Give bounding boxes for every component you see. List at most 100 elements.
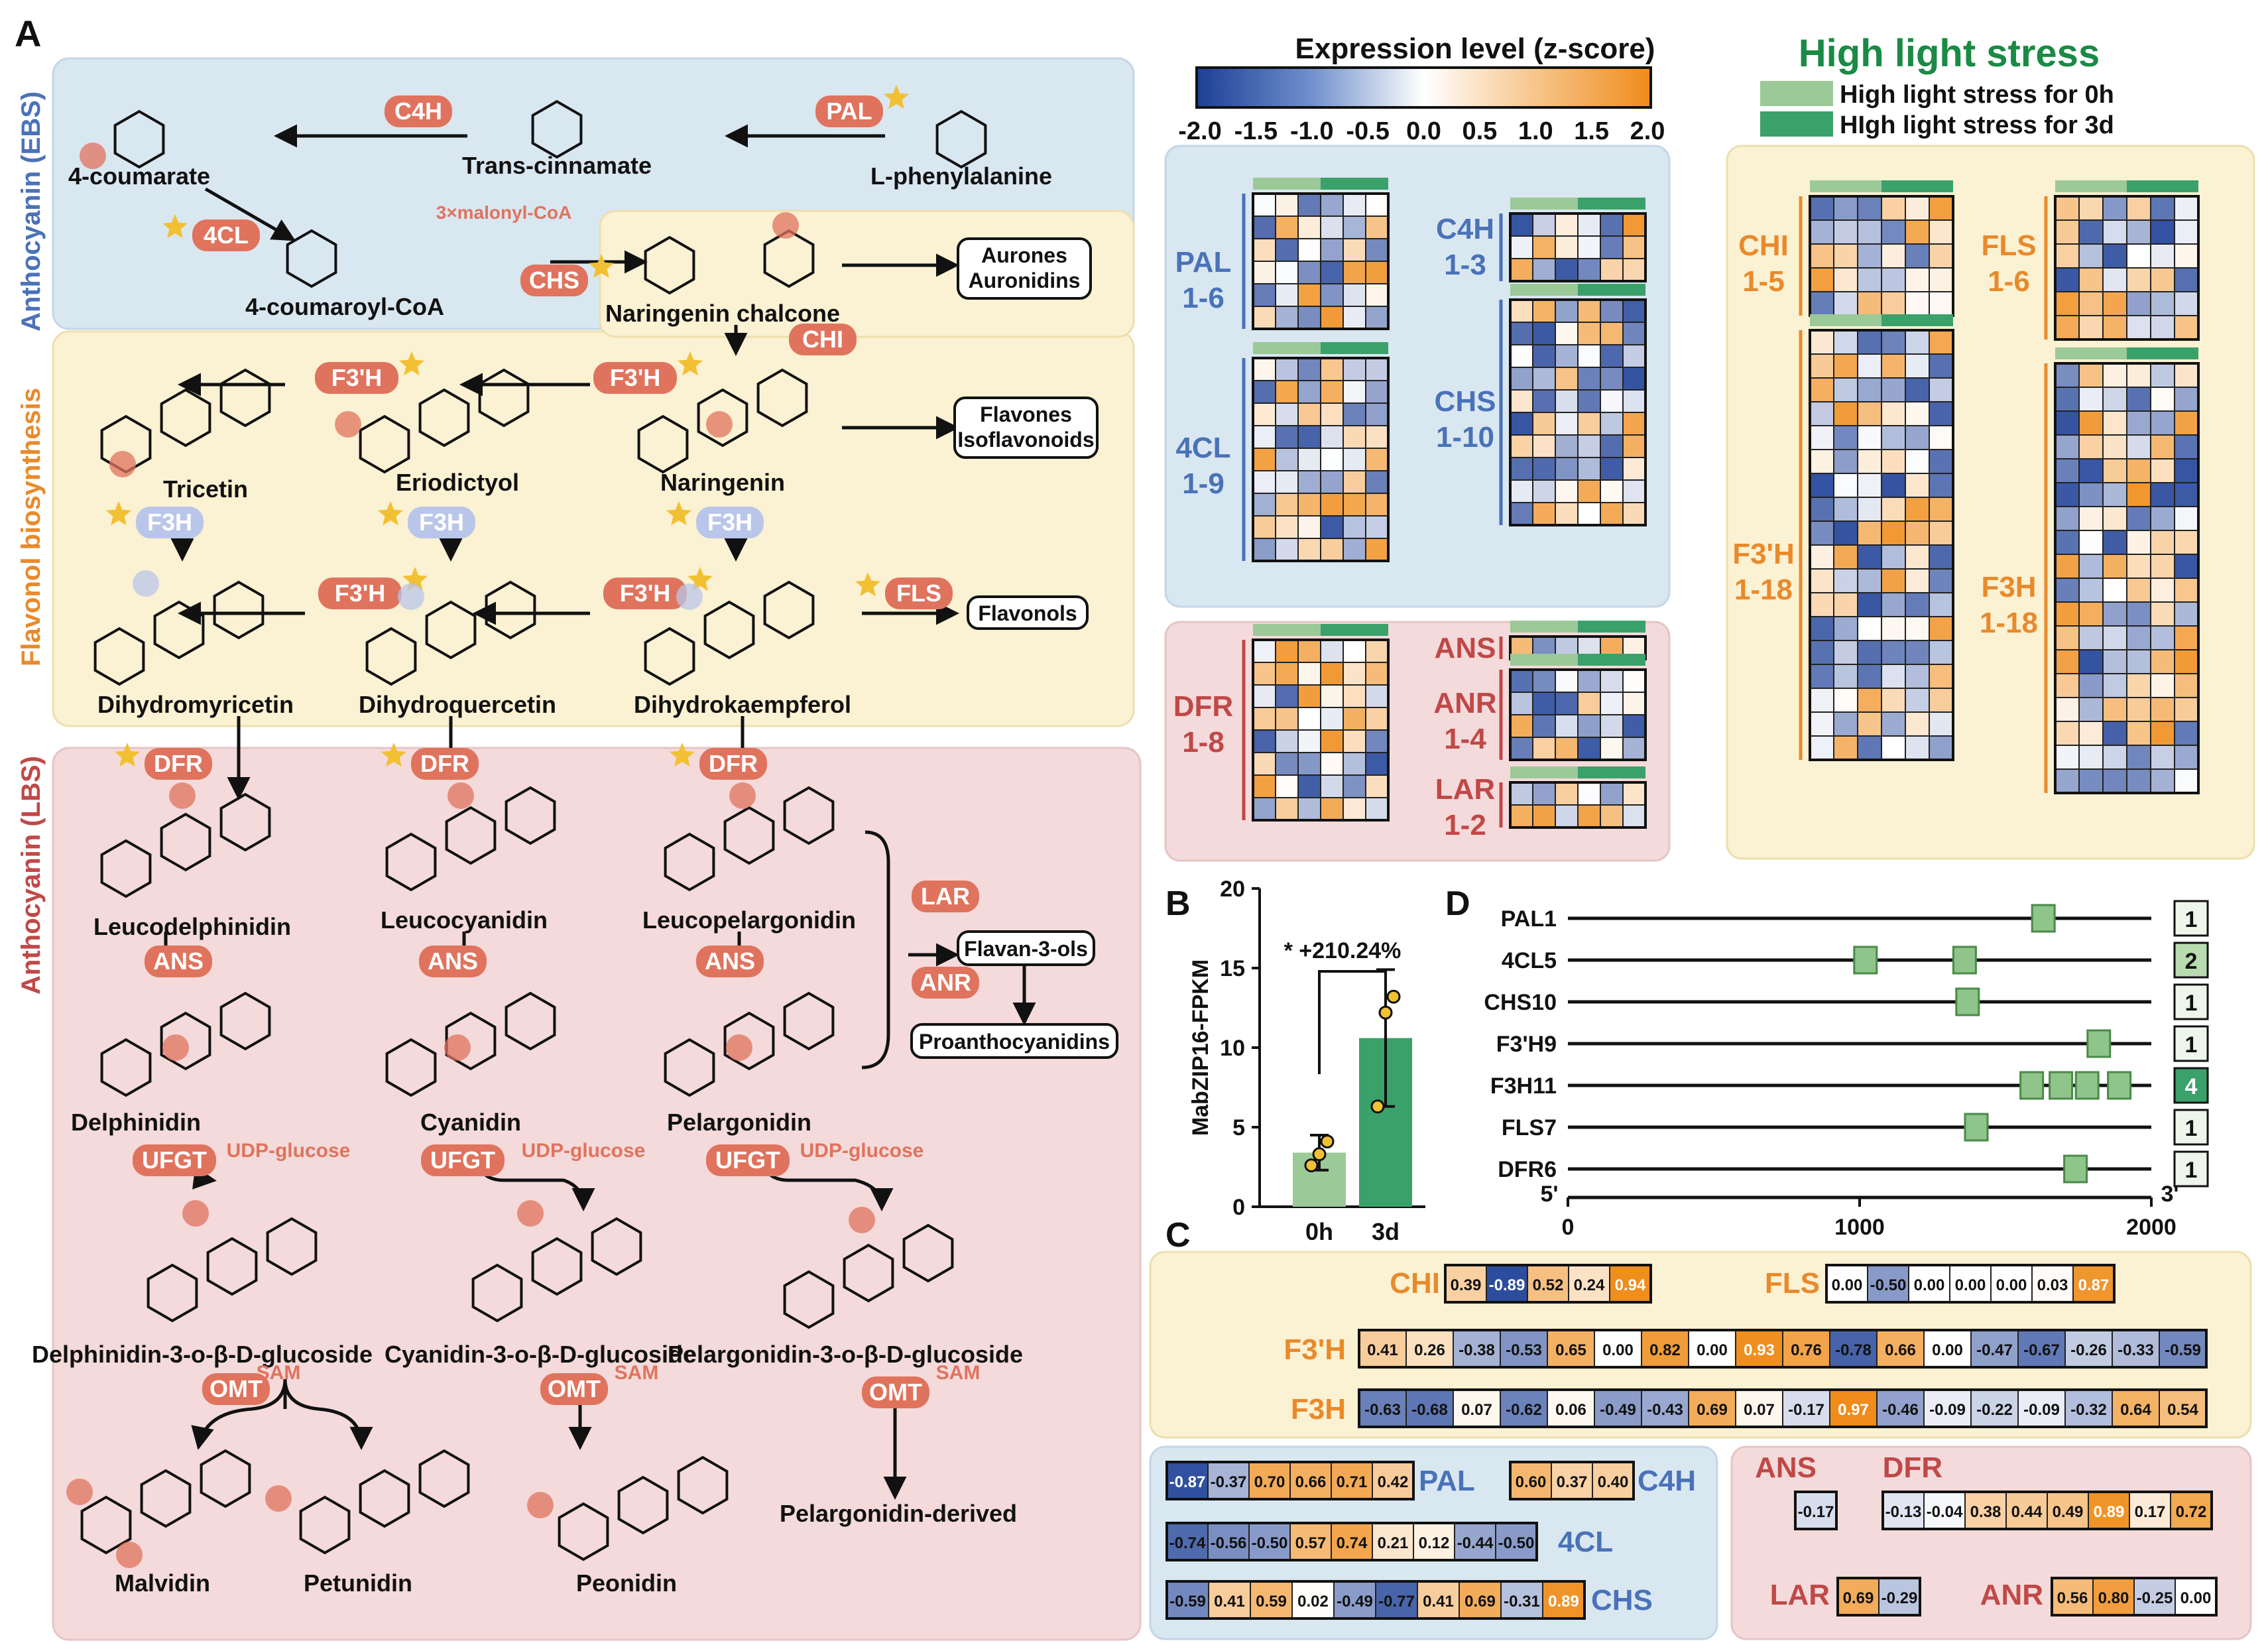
heatmap-cell bbox=[1929, 544, 1954, 570]
heatmap-cell bbox=[2126, 267, 2151, 292]
section-ebs-label: Anthocyanin (EBS) bbox=[17, 92, 46, 332]
heatmap-group-3d bbox=[2127, 347, 2198, 359]
heatmap-cell bbox=[1532, 737, 1556, 761]
heatmap-cell bbox=[1809, 544, 1834, 570]
heatmap-cell bbox=[2150, 768, 2175, 794]
value-cell-text: 0.00 bbox=[1955, 1276, 1986, 1294]
heatmap-cell bbox=[1622, 213, 1646, 237]
heatmap-cell bbox=[1320, 729, 1344, 753]
stress-label-3d: HIgh light stress for 3d bbox=[1840, 111, 2114, 139]
heatmap-cell bbox=[1622, 299, 1646, 323]
cofactor-sam: SAM bbox=[257, 1362, 301, 1384]
heatmap-cell bbox=[2126, 315, 2151, 340]
heatmap-cell bbox=[1275, 357, 1299, 381]
star-icon bbox=[884, 85, 909, 109]
value-row-label: F3H bbox=[1291, 1393, 1346, 1426]
value-cell-text: 0.97 bbox=[1838, 1401, 1869, 1419]
enzyme-pill-bg bbox=[419, 946, 487, 977]
heatmap-cell bbox=[1881, 640, 1906, 665]
heatmap-cell bbox=[2102, 387, 2127, 412]
heatmap-gene-label: CHI bbox=[1738, 229, 1789, 262]
heatmap-cell bbox=[1343, 729, 1366, 753]
heatmap-cell bbox=[1809, 449, 1834, 474]
heatmap-cell bbox=[2055, 673, 2080, 698]
heatmap-chs: CHS1-10 bbox=[1435, 284, 1647, 526]
heatmap-cell bbox=[1833, 520, 1858, 546]
heatmap-cell bbox=[1577, 692, 1601, 715]
ring bbox=[160, 1011, 211, 1071]
heatmap-cell bbox=[1809, 592, 1834, 617]
heatmap-cell bbox=[2150, 601, 2175, 627]
heatmap-cell bbox=[2055, 458, 2080, 483]
heatmap-cell bbox=[2126, 601, 2151, 627]
heatmap-group-0h bbox=[1510, 621, 1578, 633]
site-count: 2 bbox=[2185, 949, 2198, 974]
heatmap-cell bbox=[1365, 402, 1389, 426]
heatmap-cell bbox=[1577, 389, 1601, 413]
heatmap-cell bbox=[1905, 568, 1930, 593]
heatmap-cell bbox=[1555, 367, 1579, 391]
gene-name: 4CL5 bbox=[1502, 948, 1557, 973]
heatmap-cell bbox=[1252, 283, 1276, 307]
heatmap-cell bbox=[1532, 367, 1556, 391]
heatmap-cell bbox=[1577, 367, 1601, 391]
value-cell-text: -0.17 bbox=[1788, 1401, 1824, 1419]
site-count: 1 bbox=[2185, 1116, 2198, 1141]
struct-malvidin bbox=[80, 1449, 251, 1555]
ring bbox=[703, 600, 755, 660]
value-cell-text: -0.68 bbox=[1411, 1401, 1448, 1419]
heatmap-group-3d bbox=[1578, 766, 1645, 778]
value-cell-text: -0.09 bbox=[1929, 1401, 1966, 1419]
highlight-group bbox=[109, 451, 136, 477]
heatmap-range-label: 1-6 bbox=[1988, 265, 2030, 298]
product-box-label: Proanthocyanidins bbox=[919, 1030, 1110, 1054]
heatmap-cell bbox=[2150, 267, 2175, 292]
ring bbox=[445, 1011, 497, 1071]
heatmap-cell bbox=[2102, 434, 2127, 459]
value-row-label: CHI bbox=[1390, 1267, 1440, 1300]
value-cell-text: -0.87 bbox=[1169, 1473, 1206, 1491]
heatmap-cell bbox=[1857, 735, 1882, 761]
heatmap-cell bbox=[1532, 479, 1556, 503]
heatmap-cell bbox=[1510, 322, 1533, 345]
heatmap-cell bbox=[2055, 697, 2080, 722]
heatmap-cell bbox=[1320, 193, 1344, 217]
ring bbox=[200, 1449, 251, 1508]
heatmap-range-label: 1-9 bbox=[1182, 467, 1224, 500]
heatmap-cell bbox=[2174, 554, 2199, 579]
value-cell-text: 0.02 bbox=[1297, 1593, 1329, 1611]
compound-l_phe: L-phenylalanine bbox=[870, 162, 1052, 190]
heatmap-cell bbox=[1929, 243, 1954, 269]
heatmap-cell bbox=[2102, 649, 2127, 674]
heatmap-cell bbox=[1510, 412, 1533, 436]
enzyme-pill-bg bbox=[202, 1373, 270, 1405]
highlight-group bbox=[66, 1479, 93, 1505]
heatmap-group-0h bbox=[2055, 347, 2127, 359]
heatmap-cell bbox=[1857, 330, 1882, 355]
product-box-frame bbox=[957, 237, 1092, 300]
heatmap-cell bbox=[1343, 515, 1366, 539]
ring bbox=[783, 991, 835, 1051]
heatmap-cell bbox=[2126, 219, 2151, 245]
x-tick-label: 0h bbox=[1305, 1218, 1333, 1245]
heatmap-cell bbox=[2150, 721, 2175, 746]
value-cell-text: 0.00 bbox=[1914, 1276, 1945, 1294]
enzyme-fls: FLS bbox=[855, 572, 953, 609]
compound-tricetin: Tricetin bbox=[163, 475, 248, 503]
heatmap-cell bbox=[1622, 737, 1646, 761]
enzyme-pal: PAL bbox=[815, 85, 909, 127]
heatmap-cell bbox=[1905, 449, 1930, 474]
value-cell-text: -0.78 bbox=[1835, 1341, 1872, 1359]
heatmap-cell bbox=[2055, 219, 2080, 245]
struct-naringenin bbox=[637, 368, 808, 474]
value-cell-text: 0.21 bbox=[1378, 1534, 1409, 1552]
site-count: 1 bbox=[2185, 991, 2198, 1016]
star-icon bbox=[855, 572, 880, 597]
heatmap-cell bbox=[2174, 625, 2199, 650]
value-cell-text: 0.69 bbox=[1464, 1593, 1496, 1611]
heatmap-cell bbox=[1857, 592, 1882, 617]
heatmap-group-0h bbox=[1253, 342, 1321, 354]
heatmap-cell bbox=[2126, 243, 2151, 269]
heatmap-cell bbox=[1532, 322, 1556, 345]
